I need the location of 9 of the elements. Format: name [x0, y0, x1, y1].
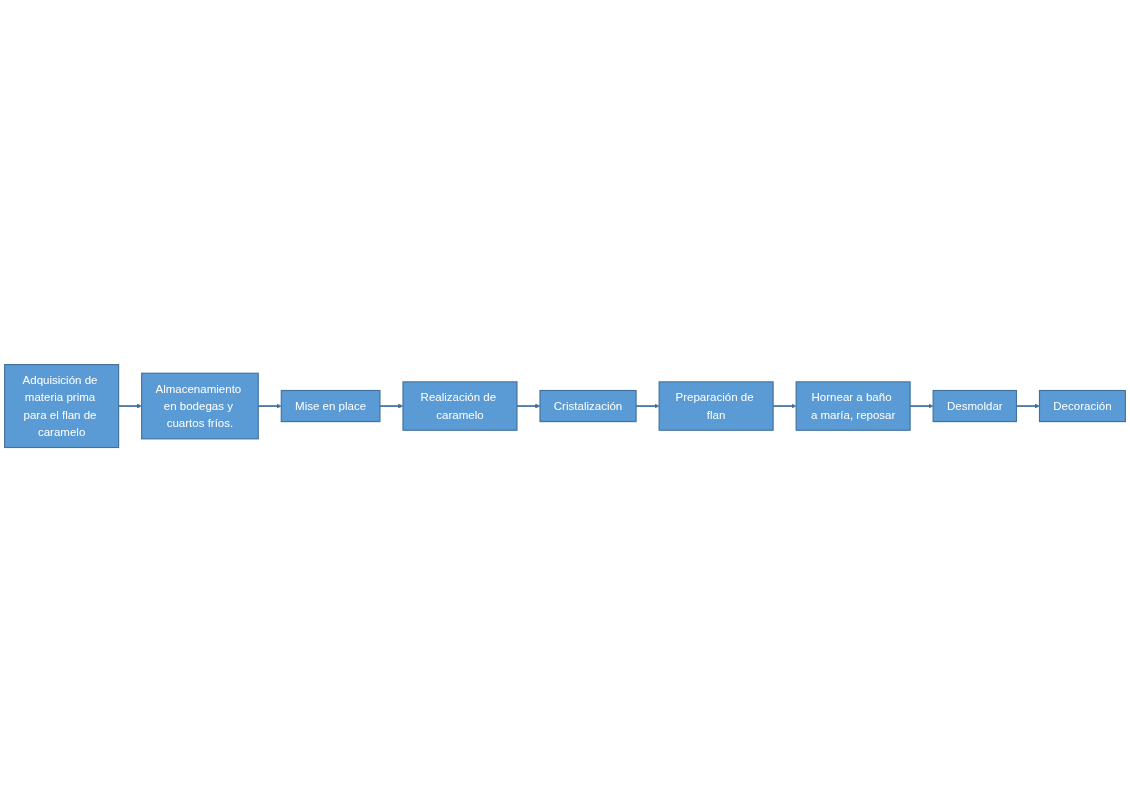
node-box: Hornear a baño a maría, reposar: [795, 381, 911, 431]
node-box: Adquisición de materia prima para el flan de caramelo: [4, 363, 120, 448]
node-box: Desmoldar: [932, 389, 1018, 423]
node-box: Realización de caramelo: [402, 381, 518, 431]
node-box: Almacenamiento en bodegas y cuartos fríos.: [141, 372, 259, 440]
node-box: Cristalización: [539, 389, 637, 423]
node-box: Preparación de flan: [658, 381, 774, 431]
node-box: Decoración: [1038, 389, 1126, 423]
node-box: Mise en place: [280, 389, 381, 423]
